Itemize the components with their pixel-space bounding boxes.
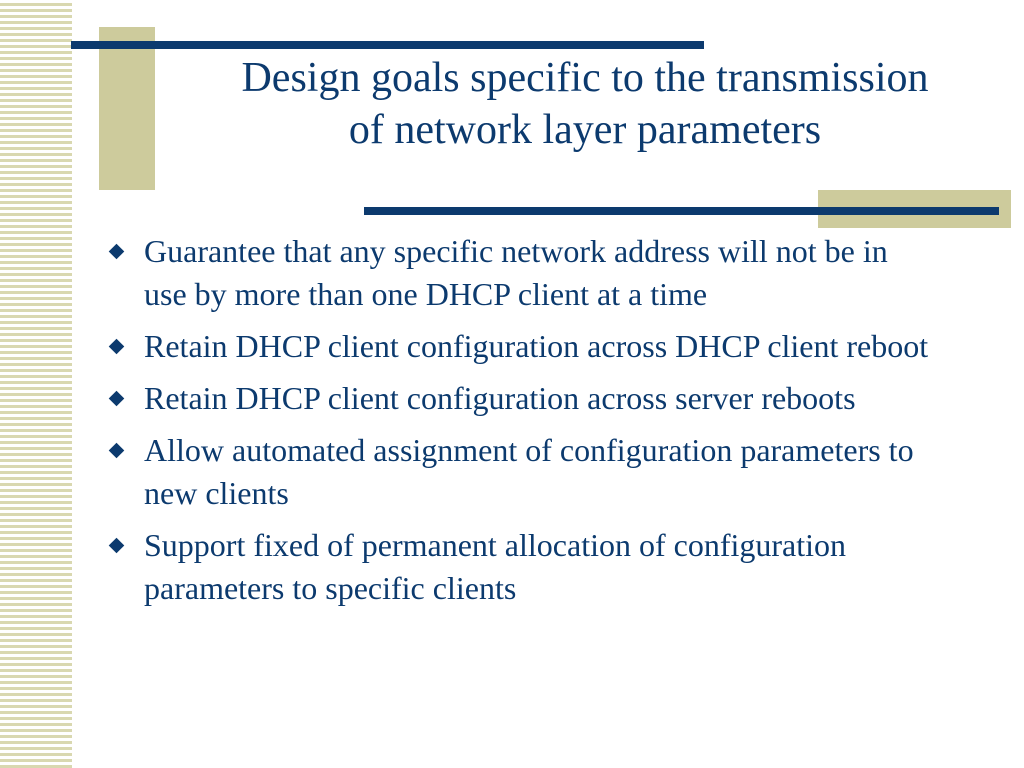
diamond-bullet-icon [108, 442, 125, 459]
diamond-bullet-icon [108, 390, 125, 407]
bullet-item: Support fixed of permanent allocation of… [104, 524, 934, 610]
bullet-item: Retain DHCP client configuration across … [104, 325, 934, 368]
diamond-bullet-icon [108, 537, 125, 554]
diamond-bullet-icon [108, 243, 125, 260]
bullet-text: Allow automated assignment of configurat… [144, 432, 914, 511]
title-rule-top [71, 41, 704, 49]
bullet-list: Guarantee that any specific network addr… [104, 230, 934, 619]
bullet-text: Retain DHCP client configuration across … [144, 328, 929, 364]
decorative-stripe-bar [0, 0, 72, 768]
decorative-accent-block-left [99, 27, 155, 190]
bullet-text: Retain DHCP client configuration across … [144, 380, 856, 416]
bullet-item: Allow automated assignment of configurat… [104, 429, 934, 515]
bullet-item: Retain DHCP client configuration across … [104, 377, 934, 420]
slide-title: Design goals specific to the transmissio… [241, 55, 929, 153]
title-rule-bottom [364, 207, 999, 215]
bullet-text: Support fixed of permanent allocation of… [144, 527, 847, 606]
diamond-bullet-icon [108, 338, 125, 355]
bullet-text: Guarantee that any specific network addr… [144, 233, 888, 312]
bullet-item: Guarantee that any specific network addr… [104, 230, 934, 316]
